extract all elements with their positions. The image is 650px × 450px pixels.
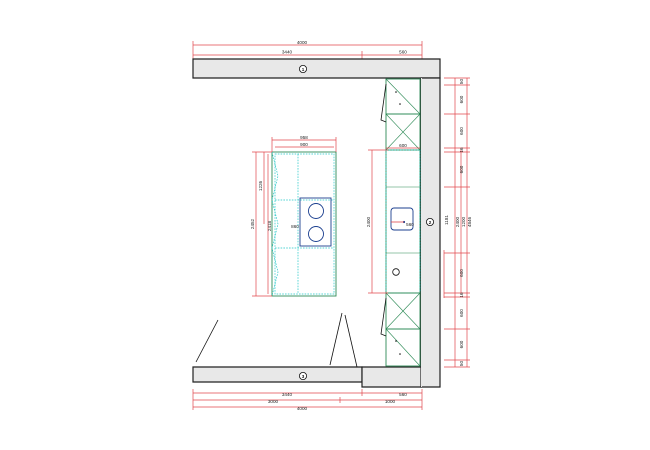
wall-marker-bottom: 3 <box>298 371 307 380</box>
right-dim-segment-label: 600 <box>459 269 464 277</box>
top-wall <box>192 58 441 79</box>
island-sink-bowl-1 <box>308 203 324 219</box>
island-sink <box>299 197 332 247</box>
dim-island-top-inner: 900 <box>300 142 308 147</box>
right-dim-segment-label: 600 <box>459 309 464 317</box>
dim-top-overall: 4000 <box>297 40 308 45</box>
right-counter-run: 560 <box>380 78 421 367</box>
wall-marker-right: 2 <box>425 217 434 226</box>
right-dim-segment-label: 16 <box>459 292 464 298</box>
dim-counter-top: 600 <box>399 143 407 148</box>
dim-island-left-outer: 2452 <box>250 218 255 229</box>
counter-sink <box>390 207 414 231</box>
right-dim-segment-label: 16 <box>459 147 464 153</box>
dim-island-top-outer: 958 <box>300 135 308 140</box>
wall-marker-top: 1 <box>298 65 307 74</box>
counter-hob <box>392 268 400 276</box>
dim-right-overall: 4846 <box>467 216 472 227</box>
right-dim-segment-label: 50 <box>459 79 464 85</box>
svg-text:2: 2 <box>429 220 432 225</box>
dim-counter-sink: 560 <box>406 222 414 227</box>
right-dim-segment-label: 600 <box>459 127 464 135</box>
dim-right-total-b: 1200 <box>461 216 466 227</box>
walls <box>192 58 441 388</box>
island-outline <box>271 151 337 297</box>
svg-text:3: 3 <box>302 374 305 379</box>
right-wall <box>420 77 441 388</box>
right-dim-segment-label: 50 <box>459 361 464 367</box>
dim-counter-left: 2400 <box>366 216 371 227</box>
dim-top-left: 3440 <box>282 50 293 55</box>
dim-top-right: 560 <box>399 50 407 55</box>
dim-bottom-a: 3440 <box>282 392 293 397</box>
dim-bottom-c: 3000 <box>268 399 279 404</box>
door-swings <box>195 312 358 368</box>
dim-island-left-mid: 1226 <box>258 180 263 191</box>
dim-bottom-d: 1000 <box>385 399 396 404</box>
dim-right-total: 2400 <box>455 216 460 227</box>
dim-bottom-overall: 4000 <box>297 406 308 411</box>
kitchen-island: 860 <box>271 151 337 297</box>
bottom-dimension-chain: 3440 560 3000 1000 4000 <box>192 389 423 411</box>
right-dim-segment-label: 600 <box>459 165 464 173</box>
svg-text:1: 1 <box>302 67 305 72</box>
island-dimensions: 958 900 2452 1226 2418 <box>250 135 337 297</box>
dim-bottom-b: 560 <box>399 392 407 397</box>
right-dim-segment-label: 600 <box>459 340 464 348</box>
bottom-wall-left <box>192 366 363 383</box>
right-dim-segment-label: 600 <box>459 95 464 103</box>
dim-island-left-inner: 2418 <box>267 220 272 231</box>
right-dim-segment-label: 1181 <box>444 215 449 225</box>
dim-island-sink: 860 <box>291 224 299 229</box>
top-dimension-chain: 4000 3440 560 <box>192 40 423 59</box>
bottom-wall-right <box>361 366 422 388</box>
right-dimension-chain: 2400 1200 4846 50 600 600 16 600 1181 600 16 600… <box>443 77 472 368</box>
island-sink-bowl-2 <box>308 226 324 242</box>
tall-unit-bottom-2 <box>385 328 421 367</box>
counter-dimensions: 600 2400 <box>366 143 420 294</box>
